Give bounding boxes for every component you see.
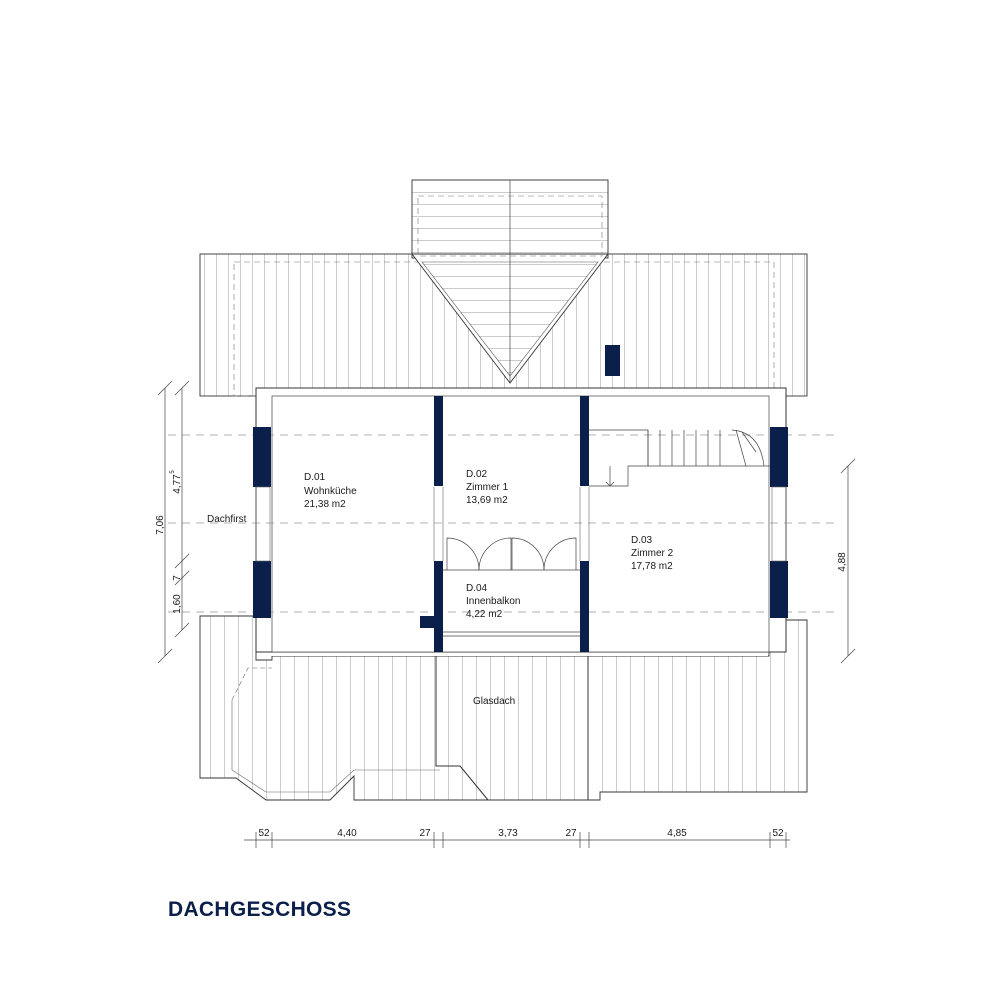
room-d03-label: D.03 Zimmer 2 17,78 m2 <box>631 535 674 572</box>
room-d02-id: D.02 <box>466 469 488 480</box>
vertical-dimensions: 7,06 4,77 5 7 1,60 4,88 <box>155 470 848 614</box>
dim-bottom-7: 52 <box>772 828 784 839</box>
dim-left-outer: 7,06 <box>155 515 166 535</box>
dormer <box>411 179 609 384</box>
dim-left-upper: 4,77 <box>172 474 183 494</box>
rooms-area <box>255 387 787 653</box>
dim-left-lower: 1,60 <box>172 594 183 614</box>
room-d03-id: D.03 <box>631 535 653 546</box>
room-d04-id: D.04 <box>466 583 488 594</box>
dim-left-upper-sup: 5 <box>170 470 176 474</box>
dimension-lines <box>157 380 856 848</box>
room-d02-name: Zimmer 1 <box>466 482 509 493</box>
dim-bottom-3: 27 <box>419 828 431 839</box>
dim-bottom-6: 4,85 <box>667 828 687 839</box>
chimney <box>605 345 620 376</box>
dachfirst-label: Dachfirst <box>207 514 247 525</box>
room-d02-area: 13,69 m2 <box>466 495 508 506</box>
room-d04-label: D.04 Innenbalkon 4,22 m2 <box>466 583 521 620</box>
glasdach-label: Glasdach <box>473 696 515 707</box>
room-d01-name: Wohnküche <box>304 486 357 497</box>
balcony-doors <box>446 537 577 571</box>
room-d03-name: Zimmer 2 <box>631 548 674 559</box>
room-d04-area: 4,22 m2 <box>466 609 503 620</box>
staircase <box>589 429 770 487</box>
dim-bottom-5: 27 <box>565 828 577 839</box>
room-d01-area: 21,38 m2 <box>304 499 346 510</box>
plan-title: DACHGESCHOSS <box>168 898 352 921</box>
dim-bottom-4: 3,73 <box>498 828 518 839</box>
room-d03-area: 17,78 m2 <box>631 561 673 572</box>
innenbalkon-outline <box>443 569 580 637</box>
room-d02-label: D.02 Zimmer 1 13,69 m2 <box>466 469 509 506</box>
room-d01-label: D.01 Wohnküche 21,38 m2 <box>304 472 357 510</box>
lower-roof <box>199 615 808 801</box>
room-d01-id: D.01 <box>304 472 326 483</box>
dim-bottom-2: 4,40 <box>337 828 357 839</box>
dim-right: 4,88 <box>837 552 848 572</box>
windows <box>255 486 787 562</box>
bottom-dimensions: 52 4,40 27 3,73 27 4,85 52 <box>258 828 784 839</box>
walls <box>253 396 788 652</box>
dim-bottom-1: 52 <box>258 828 270 839</box>
dim-left-mid: 7 <box>172 575 183 581</box>
room-d04-name: Innenbalkon <box>466 596 521 607</box>
